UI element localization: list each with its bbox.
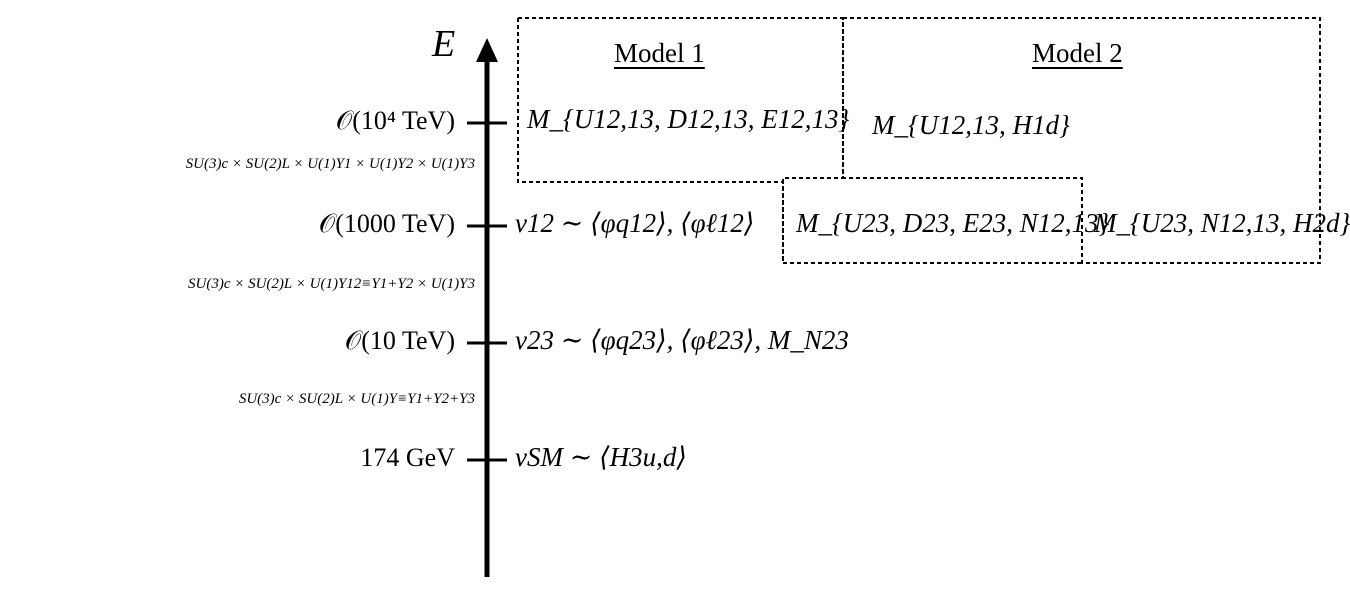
model1-mass-1e4tev: M_{U12,13, D12,13, E12,13} xyxy=(527,104,850,134)
model1-title: Model 1 xyxy=(614,38,705,68)
scale-label-1e4tev: 𝒪(10⁴ TeV) xyxy=(335,106,455,135)
energy-axis-arrowhead xyxy=(476,38,498,62)
axis-label: E xyxy=(432,23,456,65)
model2-box xyxy=(842,17,1321,264)
scale-label-1000tev: 𝒪(1000 TeV) xyxy=(318,209,455,238)
vev-174gev: vSM ∼ ⟨H3u,d⟩ xyxy=(515,442,687,472)
vev-10tev: v23 ∼ ⟨φq23⟩, ⟨φℓ23⟩, M_N23 xyxy=(515,325,849,355)
scale-label-174gev: 174 GeV xyxy=(360,443,455,472)
model2-mass-1e4tev: M_{U12,13, H1d} xyxy=(872,110,1070,140)
gauge-group-3: SU(3)c × SU(2)L × U(1)Y≡Y1+Y2+Y3 xyxy=(238,391,475,407)
model1-mass-1000tev: M_{U23, D23, E23, N12,13} xyxy=(796,208,1110,238)
model1-box xyxy=(517,17,1082,264)
gauge-group-1: SU(3)c × SU(2)L × U(1)Y1 × U(1)Y2 × U(1)… xyxy=(185,156,475,172)
model2-mass-1000tev: M_{U23, N12,13, H2d} xyxy=(1094,208,1350,238)
scale-label-10tev: 𝒪(10 TeV) xyxy=(344,326,455,355)
vev-1000tev: v12 ∼ ⟨φq12⟩, ⟨φℓ12⟩ xyxy=(515,208,755,238)
model2-title: Model 2 xyxy=(1032,38,1123,68)
gauge-group-2: SU(3)c × SU(2)L × U(1)Y12≡Y1+Y2 × U(1)Y3 xyxy=(188,276,475,292)
